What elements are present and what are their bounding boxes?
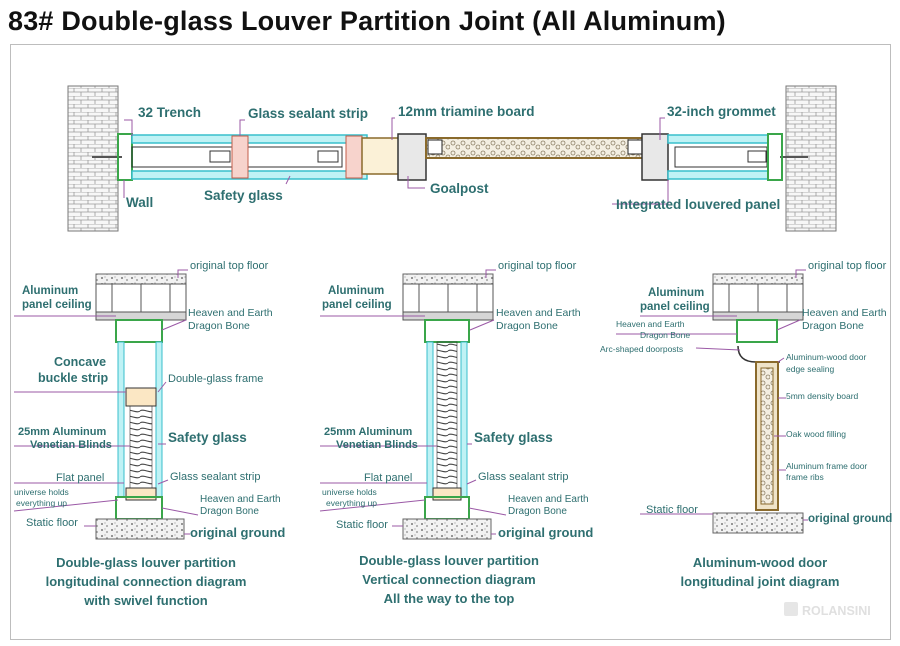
s3-oak: Oak wood filling xyxy=(786,429,846,439)
section-3 xyxy=(712,273,804,534)
s1-ground: original ground xyxy=(190,525,285,540)
label-grommet: 32-inch grommet xyxy=(667,104,776,119)
s2-top-floor: original top floor xyxy=(498,260,577,272)
s2-sealant: Glass sealant strip xyxy=(478,471,568,483)
label-wall: Wall xyxy=(126,195,153,210)
s2-flat: Flat panel xyxy=(364,472,412,484)
s1-flat: Flat panel xyxy=(56,472,104,484)
label-triamine-board: 12mm triamine board xyxy=(398,104,535,119)
page-title: 83# Double-glass Louver Partition Joint … xyxy=(8,6,726,36)
section-3-leaders xyxy=(616,269,808,521)
s2-ground: original ground xyxy=(498,525,593,540)
label-integrated-panel: Integrated louvered panel xyxy=(616,197,780,212)
section-1 xyxy=(95,273,187,540)
s1-safety: Safety glass xyxy=(168,430,247,445)
s2-safety: Safety glass xyxy=(474,430,553,445)
watermark: ROLANSINI xyxy=(784,602,871,618)
s3-density: 5mm density board xyxy=(786,391,859,401)
s3-top-floor: original top floor xyxy=(808,260,887,272)
s3-ground: original ground xyxy=(808,513,892,525)
label-trench: 32 Trench xyxy=(138,105,201,120)
section-1-leaders xyxy=(13,269,199,535)
section-2-leaders xyxy=(319,269,507,535)
s2-static-floor: Static floor xyxy=(336,519,388,531)
label-sealant-strip: Glass sealant strip xyxy=(248,106,368,121)
plan-glass-left xyxy=(131,134,368,144)
section-2 xyxy=(402,273,494,540)
svg-text:ROLANSINI: ROLANSINI xyxy=(802,604,871,618)
plan-leaders xyxy=(123,117,669,205)
diagram-border xyxy=(10,44,891,640)
s1-top-floor: original top floor xyxy=(190,260,269,272)
label-goalpost: Goalpost xyxy=(430,181,489,196)
s1-sealant: Glass sealant strip xyxy=(170,471,260,483)
label-safety-glass: Safety glass xyxy=(204,188,283,203)
triamine-board xyxy=(425,137,647,159)
s1-static-floor: Static floor xyxy=(26,517,78,529)
left-wall xyxy=(67,85,119,232)
right-wall xyxy=(785,85,837,232)
plan-view xyxy=(67,85,837,232)
s3-static-floor: Static floor xyxy=(646,504,698,516)
s1-frame: Double-glass frame xyxy=(168,373,263,385)
s3-arc: Arc-shaped doorposts xyxy=(600,344,683,354)
